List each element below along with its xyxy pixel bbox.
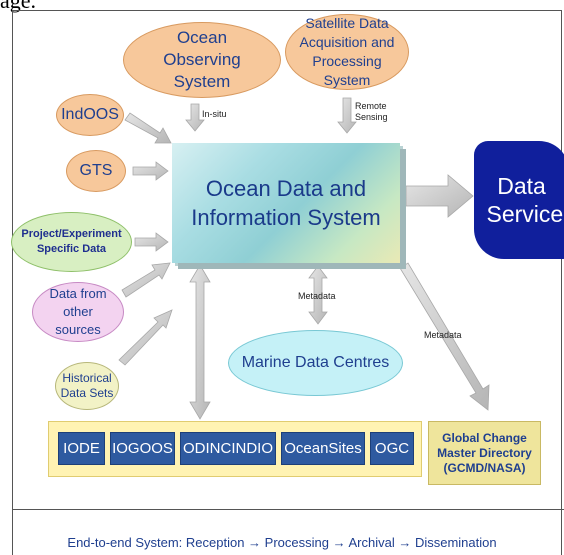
marine-data-centres-label: Marine Data Centres	[241, 354, 390, 371]
footer-divider	[12, 509, 564, 510]
remote-sensing-arrow	[337, 97, 357, 134]
marine-data-centres: Marine Data Centres	[228, 330, 403, 396]
historical-node: Historical Data Sets	[55, 362, 119, 410]
ocean-observing-system-label: Ocean Observing System	[163, 28, 241, 91]
indoos-node: IndOOS	[56, 94, 124, 136]
org-iogoos: IOGOOS	[110, 432, 175, 465]
historical-label: Historical Data Sets	[60, 371, 114, 400]
historical-arrow	[118, 309, 173, 366]
gts-arrow	[132, 161, 169, 181]
diagram-frame	[12, 10, 562, 555]
remote-sensing-label: Remote Sensing	[355, 101, 388, 122]
in-situ-label: In-situ	[202, 109, 227, 119]
org-oceansites: OceanSites	[281, 432, 365, 465]
gts-node: GTS	[66, 150, 126, 192]
central-label: Ocean Data and Information System	[191, 176, 381, 230]
org-iode: IODE	[58, 432, 105, 465]
satellite-system: Satellite Data Acquisition and Processin…	[285, 14, 409, 90]
other-sources-label: Data from other sources	[49, 286, 107, 337]
project-label: Project/Experiment Specific Data	[21, 228, 122, 255]
top-text-fragment: age.	[0, 0, 37, 13]
indoos-label: IndOOS	[61, 106, 119, 123]
org-odincindio: ODINCINDIO	[180, 432, 276, 465]
ocean-observing-system: Ocean Observing System	[123, 22, 281, 98]
ocean-data-information-system: Ocean Data and Information System	[172, 143, 400, 263]
metadata-arrow	[308, 265, 328, 325]
org-ogc: OGC	[370, 432, 414, 465]
gcmd-label: Global Change Master Directory (GCMD/NAS…	[437, 430, 532, 475]
gts-label: GTS	[79, 162, 113, 179]
in-situ-arrow	[185, 103, 205, 132]
project-node: Project/Experiment Specific Data	[11, 212, 132, 272]
project-arrow	[134, 232, 169, 252]
data-services: Data Services	[474, 141, 564, 259]
footer-caption: End-to-end System: Reception → Processin…	[67, 535, 497, 550]
satellite-system-label: Satellite Data Acquisition and Processin…	[299, 15, 395, 88]
gcmd-arrow	[399, 262, 490, 411]
metadata-center-label: Metadata	[298, 291, 336, 301]
bottom-bar-arrow	[189, 264, 211, 420]
services-arrow	[405, 174, 474, 218]
gcmd-box: Global Change Master Directory (GCMD/NAS…	[428, 421, 541, 485]
indoos-arrow	[124, 112, 172, 144]
other-sources-node: Data from other sources	[32, 282, 124, 342]
other-sources-arrow	[121, 262, 171, 298]
data-services-label: Data Services	[486, 173, 564, 227]
metadata-right-label: Metadata	[424, 330, 462, 340]
